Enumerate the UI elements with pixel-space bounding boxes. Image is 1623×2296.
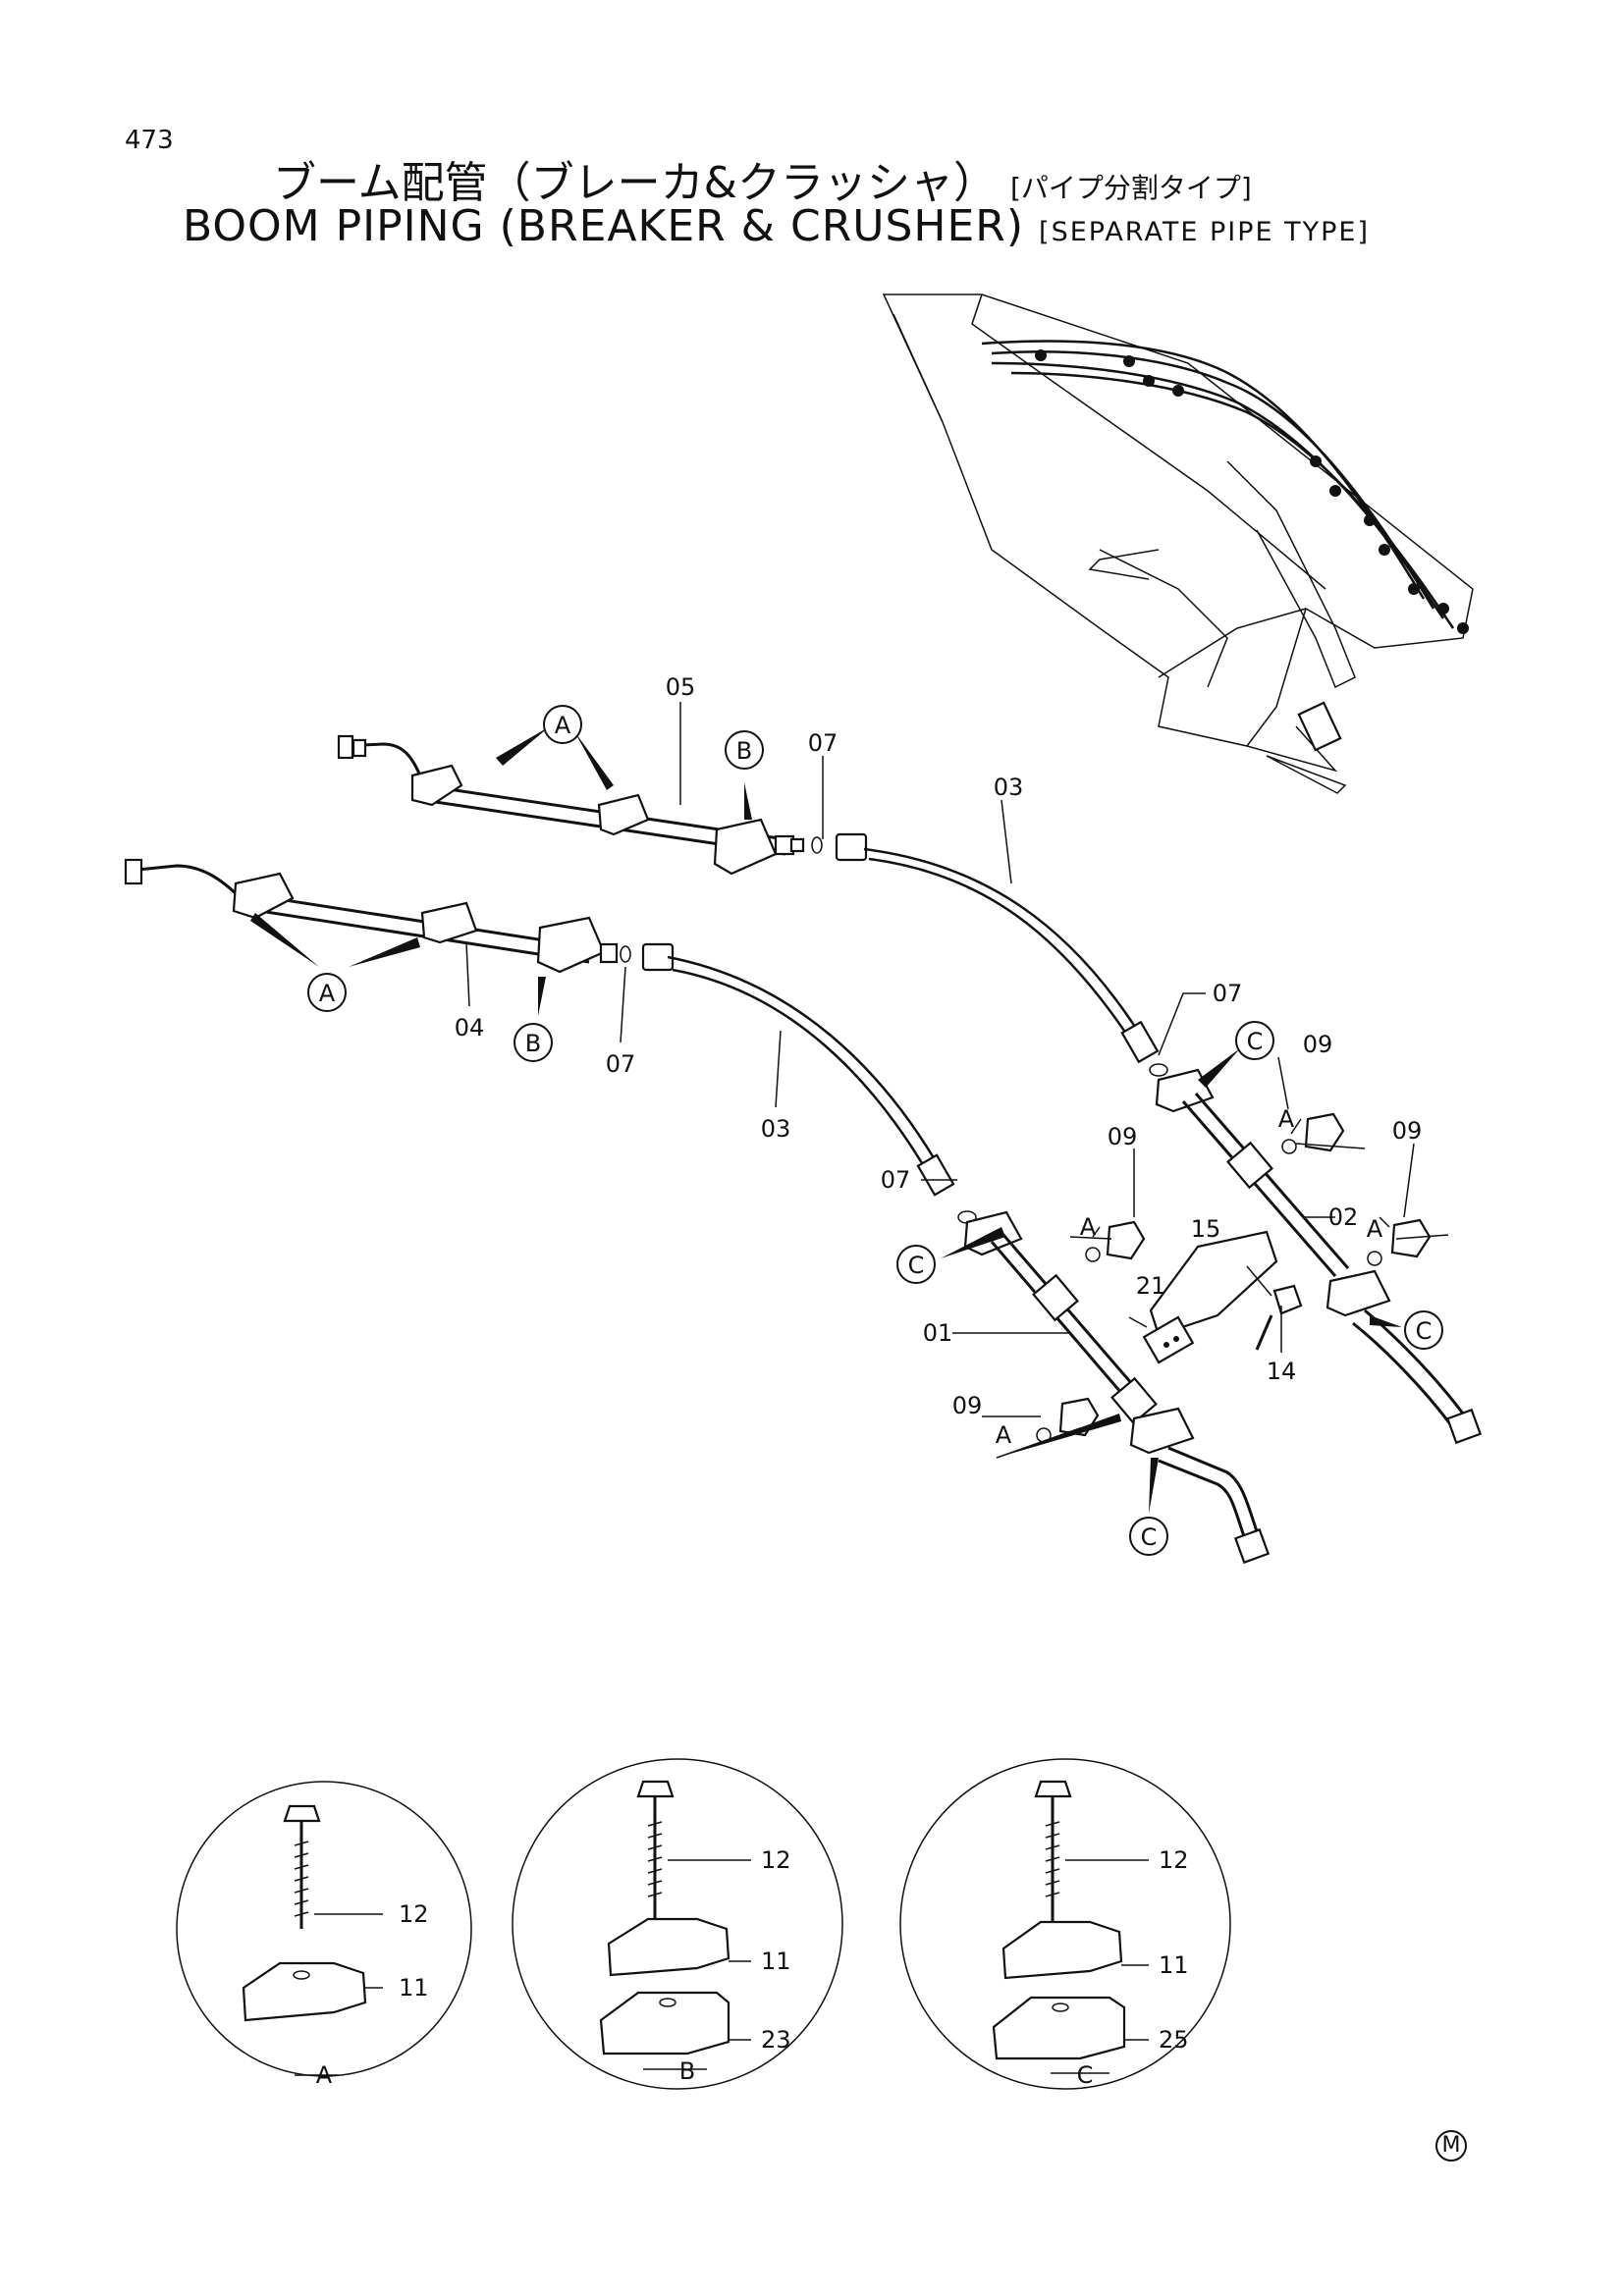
detail-c-label-11: 11 (1159, 1951, 1189, 1979)
label-part-09-right: 09 (1392, 1117, 1423, 1145)
title-english-main: BOOM PIPING (BREAKER & CRUSHER) (183, 201, 1025, 251)
svg-text:A: A (319, 980, 336, 1007)
callout-a-lower: A (307, 973, 347, 1012)
label-part-02: 02 (1328, 1203, 1359, 1231)
label-part-21: 21 (1136, 1272, 1166, 1300)
svg-text:C: C (1416, 1317, 1433, 1345)
label-part-05: 05 (666, 673, 696, 701)
upper-pipe-assembly (337, 734, 868, 876)
callout-b-upper: B (725, 730, 764, 770)
leader-lines (250, 702, 1449, 1514)
label-part-09-left: 09 (1108, 1123, 1138, 1150)
label-part-01: 01 (923, 1319, 953, 1347)
title-english: BOOM PIPING (BREAKER & CRUSHER) [SEPARAT… (183, 201, 1370, 251)
label-part-04: 04 (455, 1014, 485, 1041)
detail-view-b: 12 11 23 B (512, 1758, 843, 2090)
lower-pipe-assembly (124, 858, 675, 974)
detail-c-label-25: 25 (1159, 2026, 1189, 2054)
label-a-bolt-02-top: A (1278, 1105, 1295, 1133)
detail-a-label-11: 11 (399, 1974, 429, 2002)
svg-text:C: C (1141, 1523, 1158, 1551)
label-part-07-left: 07 (881, 1166, 911, 1194)
detail-a-label-12: 12 (399, 1900, 429, 1928)
title-english-sub: [SEPARATE PIPE TYPE] (1039, 217, 1370, 247)
pipe-01-assembly (957, 1210, 1271, 1565)
label-a-bolt-02-bottom: A (1367, 1215, 1383, 1243)
callout-a-upper: A (543, 705, 582, 744)
title-japanese: ブーム配管（ブレーカ&クラッシャ） [パイプ分割タイプ] (273, 147, 1252, 210)
callout-c-bottom: C (1129, 1517, 1168, 1556)
callout-b-lower: B (514, 1023, 553, 1062)
callout-c-right-bottom: C (1404, 1310, 1443, 1350)
upper-hose-fitting (1120, 1020, 1160, 1064)
label-a-bolt-01: A (1080, 1213, 1097, 1241)
m-mark-symbol: M (1435, 2130, 1467, 2162)
detail-b-label-23: 23 (761, 2026, 791, 2054)
svg-text:B: B (525, 1030, 541, 1057)
boom-overview-illustration (882, 294, 1474, 794)
svg-text:B: B (736, 737, 752, 765)
label-part-03-upper: 03 (994, 774, 1024, 801)
label-part-14: 14 (1267, 1358, 1297, 1385)
bracket-assembly (1142, 1230, 1303, 1364)
svg-text:C: C (1247, 1028, 1264, 1055)
detail-c-label-12: 12 (1159, 1846, 1189, 1874)
page-number: 473 (125, 126, 174, 155)
label-part-15: 15 (1191, 1215, 1221, 1243)
svg-text:C: C (908, 1252, 925, 1279)
lower-hose-fitting (916, 1153, 955, 1197)
label-part-07-lower: 07 (606, 1050, 636, 1078)
upper-hose (863, 847, 1146, 1041)
callout-c-left: C (896, 1245, 936, 1284)
detail-a-caption: A (316, 2061, 333, 2089)
detail-view-a: 12 11 A (176, 1781, 472, 2089)
detail-b-caption: B (679, 2057, 695, 2085)
detail-c-caption: C (1077, 2061, 1094, 2089)
detail-b-label-12: 12 (761, 1846, 791, 1874)
title-japanese-main: ブーム配管（ブレーカ&クラッシャ） (273, 158, 997, 208)
label-part-07-upper: 07 (808, 729, 839, 757)
callout-c-right-top: C (1235, 1021, 1274, 1060)
detail-view-c: 12 11 25 C (899, 1758, 1231, 2090)
title-japanese-sub: [パイプ分割タイプ] (1010, 172, 1252, 204)
label-part-09-right-top: 09 (1303, 1031, 1333, 1058)
label-part-03-lower: 03 (761, 1115, 791, 1143)
lower-hose (667, 955, 945, 1174)
label-a-bolt-01-bottom: A (996, 1421, 1012, 1449)
label-part-07-right: 07 (1213, 980, 1243, 1007)
label-part-09-bottom: 09 (952, 1392, 983, 1419)
detail-b-label-11: 11 (761, 1948, 791, 1975)
svg-text:A: A (555, 712, 571, 739)
